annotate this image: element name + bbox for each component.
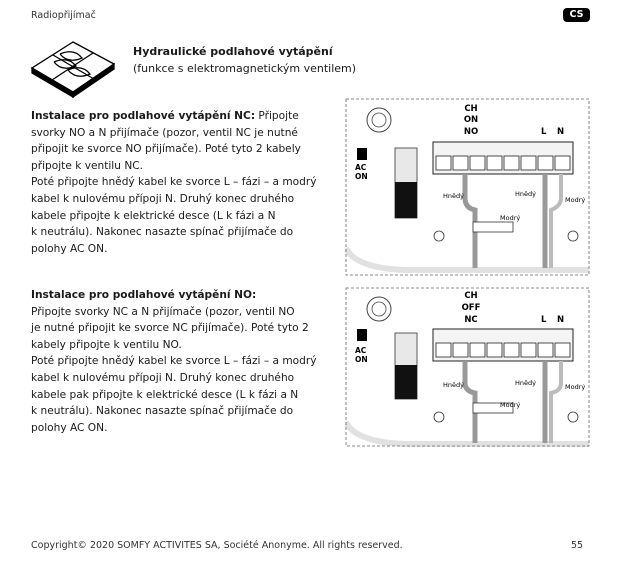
ch-label: CH: [464, 291, 477, 301]
language-badge: CS: [563, 8, 590, 22]
terminal-label: NO: [464, 127, 478, 137]
terminal-label: NC: [464, 315, 477, 325]
on-label: ON: [355, 172, 368, 181]
blue-label-mid: Modrý: [500, 401, 520, 409]
on-label: ON: [355, 355, 368, 364]
header-label: Radiopřijímač: [31, 10, 96, 21]
floor-heating-icon: [30, 41, 116, 98]
ch-label: CH: [464, 104, 477, 114]
nc-instructions: Instalace pro podlahové vytápění NC: Při…: [31, 108, 349, 257]
l-label: L: [541, 127, 547, 137]
nc-text-line1: Připojte: [255, 110, 299, 122]
blue-label-right: Modrý: [565, 383, 585, 391]
brown-label-left: Hnědý: [443, 381, 464, 389]
wiring-diagram-nc: AC ON CH ON NO L N Hnědý Hnědý Modrý Mod…: [345, 98, 590, 276]
no-heading: Instalace pro podlahové vytápění NO:: [31, 289, 257, 301]
blue-label-mid: Modrý: [500, 214, 520, 222]
wiring-diagram-no: AC ON CH OFF NC L N Hnědý Hnědý Modrý Mo…: [345, 287, 590, 447]
page-number: 55: [571, 540, 584, 551]
n-label: N: [557, 127, 564, 137]
brown-label-right: Hnědý: [515, 379, 536, 387]
section-subtitle: (funkce s elektromagnetickým ventilem): [133, 62, 357, 75]
mode-label: ON: [464, 115, 478, 125]
blue-label-right: Modrý: [565, 196, 585, 204]
footer-copyright: Copyright© 2020 SOMFY ACTIVITES SA, Soci…: [31, 540, 403, 551]
ac-label: AC: [355, 163, 367, 172]
mode-label: OFF: [462, 303, 481, 313]
n-label: N: [557, 315, 564, 325]
nc-heading: Instalace pro podlahové vytápění NC:: [31, 110, 256, 122]
brown-label-left: Hnědý: [443, 192, 464, 200]
l-label: L: [541, 315, 547, 325]
ac-label: AC: [355, 346, 367, 355]
nc-text-rest: svorky NO a N přijímače (pozor, ventil N…: [31, 126, 317, 255]
no-instructions: Instalace pro podlahové vytápění NO: Při…: [31, 287, 349, 436]
section-title: Hydraulické podlahové vytápění: [133, 45, 333, 58]
brown-label-right: Hnědý: [515, 190, 536, 198]
no-text: Připojte svorky NC a N přijímače (pozor,…: [31, 305, 317, 434]
